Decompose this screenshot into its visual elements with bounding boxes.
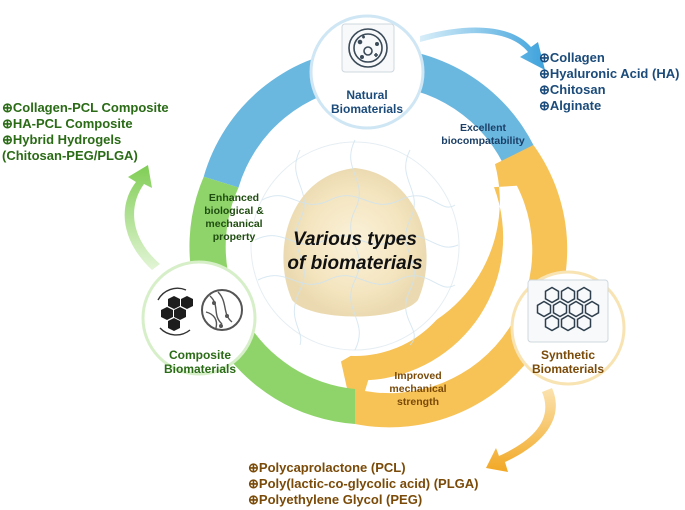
list-item: ⊕HA-PCL Composite bbox=[2, 116, 133, 131]
center-title: Various types of biomaterials bbox=[270, 228, 440, 276]
list-item: (Chitosan-PEG/PLGA) bbox=[2, 148, 138, 163]
composite-examples-list: ⊕Collagen-PCL Composite ⊕HA-PCL Composit… bbox=[2, 100, 169, 164]
hexagon-cell bbox=[544, 314, 560, 332]
synthetic-label: Synthetic Biomaterials bbox=[531, 348, 605, 376]
arc-synthetic bbox=[340, 144, 534, 425]
arc-synthetic-main bbox=[355, 144, 568, 428]
list-item: ⊕Hybrid Hydrogels bbox=[2, 132, 122, 147]
hexagon-lattice-icon bbox=[536, 286, 600, 332]
list-item: ⊕Hyaluronic Acid (HA) bbox=[539, 66, 680, 81]
center-disc bbox=[245, 136, 465, 356]
hexagon-cell bbox=[584, 300, 600, 318]
hexagon-cell bbox=[568, 300, 584, 318]
composite-label: Composite Biomaterials bbox=[163, 348, 237, 376]
hexagon-cell bbox=[560, 314, 576, 332]
arc-natural bbox=[203, 47, 534, 188]
hexagon-cell bbox=[560, 286, 576, 304]
center-title-line1: Various types bbox=[293, 229, 417, 250]
hexagon-cell bbox=[552, 300, 568, 318]
hydrogel-drop bbox=[283, 168, 427, 317]
list-item: ⊕Alginate bbox=[539, 98, 602, 113]
synthetic-arrow bbox=[486, 388, 556, 472]
center-title-line2: of biomaterials bbox=[287, 253, 423, 274]
composite-cells-icon bbox=[157, 287, 243, 336]
petri-dish-icon bbox=[348, 28, 388, 68]
list-item: ⊕Collagen bbox=[539, 50, 605, 65]
node-composite bbox=[141, 260, 257, 376]
composite-arrow bbox=[124, 165, 160, 270]
list-item: ⊕Collagen-PCL Composite bbox=[2, 100, 169, 115]
composite-property-text: Enhanced biological & mechanical propert… bbox=[204, 192, 264, 243]
natural-examples-list: ⊕Collagen ⊕Hyaluronic Acid (HA) ⊕Chitosa… bbox=[539, 50, 679, 114]
list-item: ⊕Poly(lactic-co-glycolic acid) (PLGA) bbox=[248, 476, 479, 491]
natural-property-text: Excellent biocompatability bbox=[441, 122, 525, 147]
hexagon-cell bbox=[544, 286, 560, 304]
synthetic-property-text: Improved mechanical strength bbox=[389, 370, 447, 408]
synthetic-examples-list: ⊕Polycaprolactone (PCL) ⊕Poly(lactic-co-… bbox=[248, 460, 479, 508]
list-item: ⊕Chitosan bbox=[539, 82, 606, 97]
natural-arrow bbox=[420, 27, 545, 70]
hexagon-cell bbox=[576, 286, 592, 304]
node-natural bbox=[309, 14, 425, 130]
natural-label: Natural Biomaterials bbox=[330, 88, 404, 116]
node-synthetic bbox=[510, 270, 626, 386]
hexagon-cell bbox=[536, 300, 552, 318]
list-item: ⊕Polyethylene Glycol (PEG) bbox=[248, 492, 423, 507]
hexagon-cell bbox=[576, 314, 592, 332]
list-item: ⊕Polycaprolactone (PCL) bbox=[248, 460, 406, 475]
